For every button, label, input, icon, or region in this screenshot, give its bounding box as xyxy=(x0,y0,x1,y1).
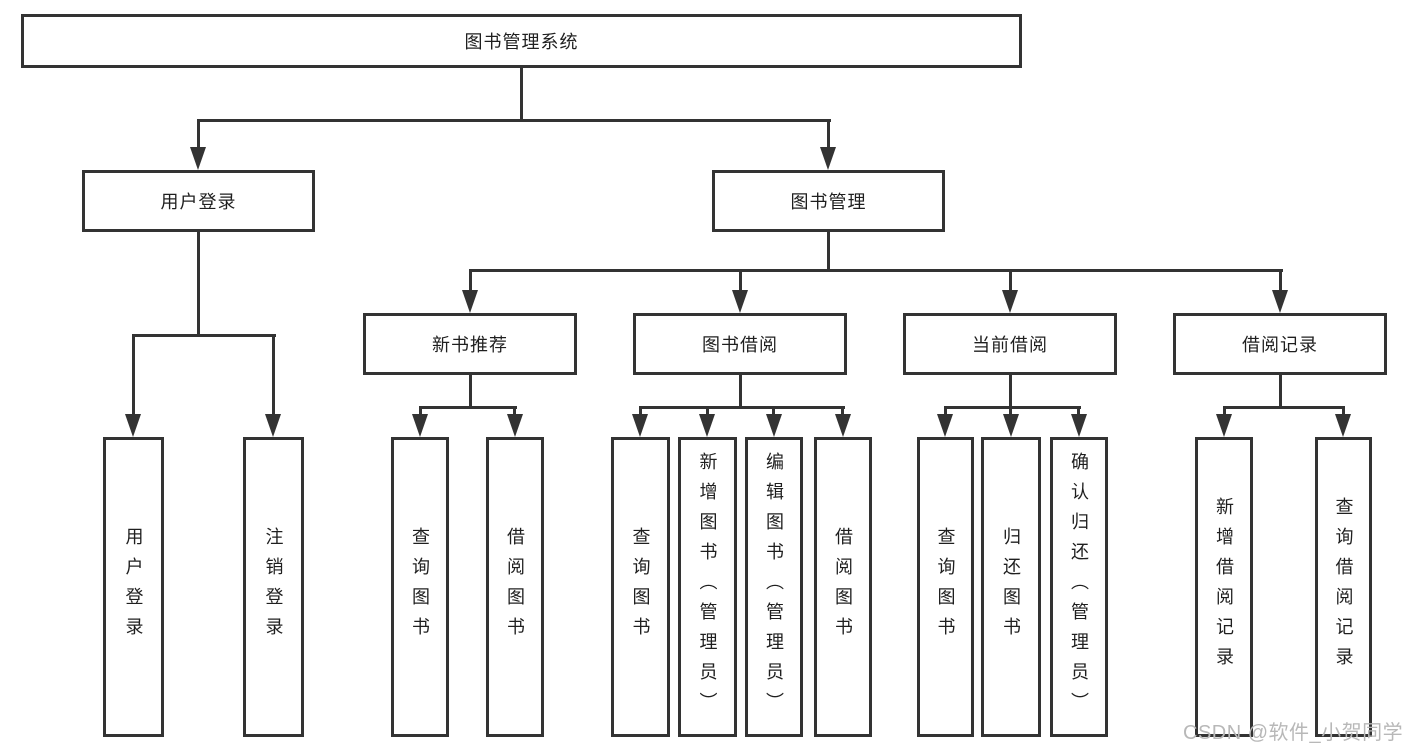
leaf-label: 用户登录 xyxy=(123,527,144,647)
leaf-query-books-borrowing: 查询图书 xyxy=(611,437,670,737)
leaf-label: 借阅图书 xyxy=(505,527,525,647)
leaf-label: 查询图书 xyxy=(630,527,651,647)
connector-line xyxy=(706,406,709,418)
arrow-down-icon xyxy=(766,414,782,437)
arrow-down-icon xyxy=(125,414,141,437)
arrow-down-icon xyxy=(462,290,478,313)
arrow-down-icon xyxy=(507,414,523,437)
node-label: 当前借阅 xyxy=(972,335,1048,355)
node-library-management-system: 图书管理系统 xyxy=(21,14,1022,68)
connector-line xyxy=(197,119,200,152)
leaf-return-books: 归还图书 xyxy=(981,437,1041,737)
leaf-label: 确认归还（管理员） xyxy=(1069,452,1089,722)
leaf-user-login: 用户登录 xyxy=(103,437,164,737)
connector-line xyxy=(419,406,422,418)
arrow-down-icon xyxy=(732,290,748,313)
arrow-down-icon xyxy=(1335,414,1351,437)
arrow-down-icon xyxy=(835,414,851,437)
connector-line xyxy=(944,406,1081,409)
arrow-down-icon xyxy=(937,414,953,437)
connector-line xyxy=(1009,269,1012,293)
connector-line xyxy=(469,269,1283,272)
leaf-add-books-admin: 新增图书（管理员） xyxy=(678,437,737,737)
connector-line xyxy=(132,334,135,418)
connector-line xyxy=(520,67,523,121)
leaf-label: 查询借阅记录 xyxy=(1333,497,1354,677)
arrow-down-icon xyxy=(265,414,281,437)
node-borrowing-records: 借阅记录 xyxy=(1173,313,1387,375)
arrow-down-icon xyxy=(1002,290,1018,313)
arrow-down-icon xyxy=(632,414,648,437)
node-label: 借阅记录 xyxy=(1242,335,1318,355)
leaf-borrow-books-recommendation: 借阅图书 xyxy=(486,437,544,737)
leaf-label: 查询图书 xyxy=(410,527,430,647)
leaf-label: 借阅图书 xyxy=(833,527,853,647)
connector-line xyxy=(772,406,775,418)
connector-line xyxy=(1009,374,1012,409)
leaf-query-books-recommendation: 查询图书 xyxy=(391,437,449,737)
leaf-borrow-books: 借阅图书 xyxy=(814,437,872,737)
connector-line xyxy=(513,406,516,418)
node-label: 图书管理 xyxy=(790,192,867,212)
connector-line xyxy=(1009,406,1012,418)
connector-line xyxy=(827,119,830,152)
csdn-watermark: CSDN @软件_小贺同学 xyxy=(1183,722,1404,744)
arrow-down-icon xyxy=(1272,290,1288,313)
connector-line xyxy=(132,334,276,337)
leaf-query-books-current: 查询图书 xyxy=(917,437,974,737)
arrow-down-icon xyxy=(1071,414,1087,437)
connector-line xyxy=(1077,406,1080,418)
leaf-label: 归还图书 xyxy=(1001,527,1021,647)
leaf-label: 查询图书 xyxy=(935,527,956,647)
leaf-label: 新增借阅记录 xyxy=(1214,497,1234,677)
connector-line xyxy=(944,406,947,418)
leaf-add-borrow-record: 新增借阅记录 xyxy=(1195,437,1253,737)
connector-line xyxy=(469,269,472,293)
node-label: 用户登录 xyxy=(160,192,237,212)
arrow-down-icon xyxy=(699,414,715,437)
connector-line xyxy=(469,374,472,409)
arrow-down-icon xyxy=(820,147,836,170)
node-new-book-recommendation: 新书推荐 xyxy=(363,313,577,375)
connector-line xyxy=(827,231,830,272)
arrow-down-icon xyxy=(1003,414,1019,437)
connector-line xyxy=(1342,406,1345,418)
connector-line xyxy=(272,334,275,418)
connector-line xyxy=(419,406,517,409)
connector-line xyxy=(197,231,200,336)
connector-line xyxy=(739,269,742,293)
connector-line xyxy=(639,406,845,409)
leaf-label: 编辑图书（管理员） xyxy=(764,452,784,722)
node-current-borrowing: 当前借阅 xyxy=(903,313,1117,375)
connector-line xyxy=(197,119,831,122)
node-book-management: 图书管理 xyxy=(712,170,945,232)
connector-line xyxy=(639,406,642,418)
leaf-label: 新增图书（管理员） xyxy=(697,452,718,722)
node-user-login: 用户登录 xyxy=(82,170,315,232)
leaf-query-borrow-record: 查询借阅记录 xyxy=(1315,437,1372,737)
connector-line xyxy=(1223,406,1345,409)
node-label: 图书借阅 xyxy=(702,335,778,355)
arrow-down-icon xyxy=(1216,414,1232,437)
leaf-logout: 注销登录 xyxy=(243,437,304,737)
node-book-borrowing: 图书借阅 xyxy=(633,313,847,375)
connector-line xyxy=(841,406,844,418)
node-label: 图书管理系统 xyxy=(464,32,579,52)
connector-line xyxy=(1223,406,1226,418)
connector-line xyxy=(1279,374,1282,409)
connector-line xyxy=(739,374,742,409)
connector-line xyxy=(1279,269,1282,293)
leaf-confirm-return-admin: 确认归还（管理员） xyxy=(1050,437,1108,737)
arrow-down-icon xyxy=(412,414,428,437)
leaf-edit-books-admin: 编辑图书（管理员） xyxy=(745,437,803,737)
node-label: 新书推荐 xyxy=(432,335,508,355)
arrow-down-icon xyxy=(190,147,206,170)
leaf-label: 注销登录 xyxy=(263,527,284,647)
